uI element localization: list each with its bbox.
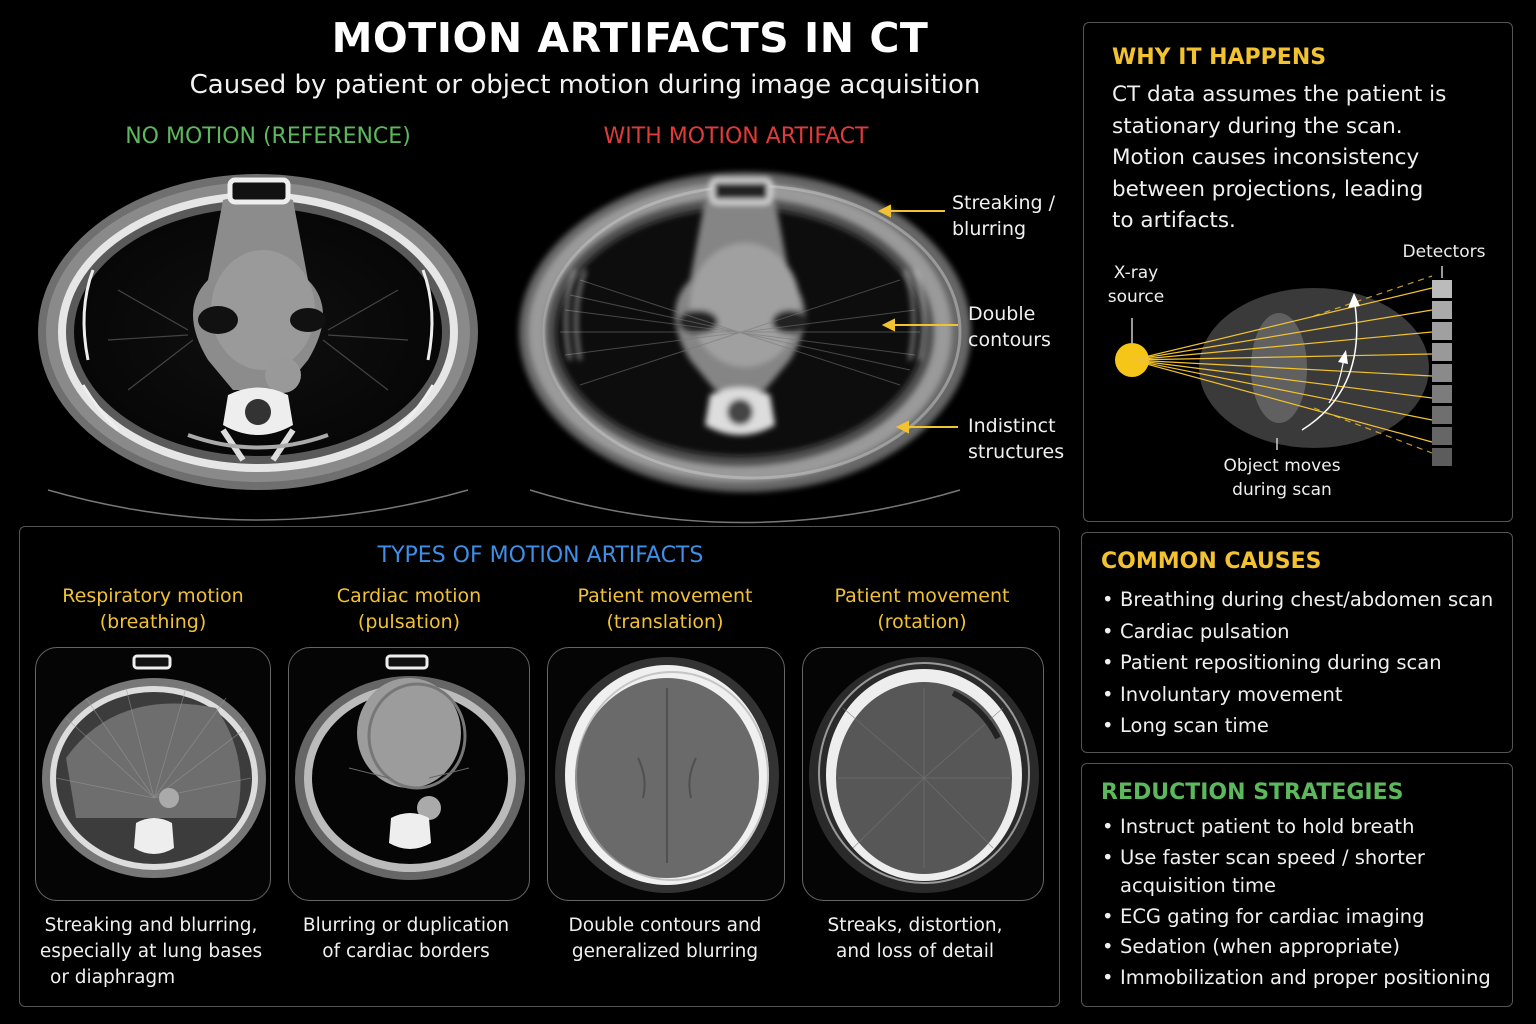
type-caption-cardiac: Blurring or duplication of cardiac borde… [281, 913, 531, 965]
strategies-panel: REDUCTION STRATEGIES Instruct patient to… [1081, 763, 1513, 1007]
causes-list: Breathing during chest/abdomen scan Card… [1102, 584, 1493, 742]
types-panel: TYPES OF MOTION ARTIFACTS Respiratory mo… [19, 526, 1060, 1007]
annotation-streaking-line2: blurring [952, 218, 1027, 240]
reference-label: NO MOTION (REFERENCE) [125, 124, 411, 149]
strategy-item-continued: acquisition time [1120, 874, 1277, 897]
types-title: TYPES OF MOTION ARTIFACTS [377, 543, 704, 568]
xray-source-label: X-ray source [1106, 261, 1166, 309]
strategy-item: ECG gating for cardiac imaging [1102, 903, 1491, 932]
why-line: Motion causes inconsistency [1112, 145, 1420, 170]
type-heading-line1: Patient movement [834, 585, 1010, 607]
annotation-streaking-line1: Streaking / [952, 192, 1056, 214]
detectors-label: Detectors [1402, 242, 1486, 262]
strategy-item: Instruct patient to hold breath [1102, 813, 1491, 842]
type-heading-rotation: Patient movement (rotation) [802, 583, 1042, 635]
type-heading-line1: Cardiac motion [336, 585, 482, 607]
type-heading-line2: (pulsation) [357, 611, 461, 633]
annotation-double: Double contours [968, 301, 1051, 353]
object-moves-line2: during scan [1232, 480, 1332, 500]
xray-source-line2: source [1107, 287, 1165, 307]
object-moves-line1: Object moves [1223, 456, 1341, 476]
type-heading-line1: Patient movement [577, 585, 753, 607]
why-line: stationary during the scan. [1112, 113, 1403, 139]
why-line: CT data assumes the patient is [1112, 82, 1447, 107]
type-heading-respiratory: Respiratory motion (breathing) [33, 583, 273, 635]
annotation-double-line1: Double [968, 303, 1036, 325]
artifact-label: WITH MOTION ARTIFACT [603, 124, 869, 149]
type-caption-line: Blurring or duplication [302, 915, 510, 936]
why-text: CT data assumes the patient is stationar… [1112, 79, 1446, 237]
strategy-item: Immobilization and proper positioning [1102, 964, 1491, 993]
causes-panel: COMMON CAUSES Breathing during chest/abd… [1081, 532, 1513, 753]
cause-item: Breathing during chest/abdomen scan [1102, 584, 1493, 616]
type-caption-line: and loss of detail [835, 941, 994, 962]
rotation-ct-image [802, 647, 1044, 901]
type-caption-translation: Double contours and generalized blurring [540, 913, 790, 965]
type-caption-line: or diaphragm [50, 967, 176, 988]
scan-geometry-diagram [1115, 266, 1452, 466]
type-heading-line2: (translation) [606, 611, 724, 633]
cause-item: Patient repositioning during scan [1102, 647, 1493, 679]
type-heading-line1: Respiratory motion [62, 585, 244, 607]
cause-item: Cardiac pulsation [1102, 616, 1493, 648]
why-title: WHY IT HAPPENS [1112, 45, 1327, 70]
annotation-arrows [877, 204, 958, 434]
cause-item: Long scan time [1102, 710, 1493, 742]
type-caption-line: of cardiac borders [322, 941, 490, 962]
type-heading-cardiac: Cardiac motion (pulsation) [289, 583, 529, 635]
page-subtitle: Caused by patient or object motion durin… [189, 70, 981, 100]
ct-chest-artifact-image [519, 172, 971, 524]
why-line: between projections, leading [1112, 176, 1424, 202]
object-moves-label: Object moves during scan [1212, 454, 1352, 502]
type-heading-line2: (breathing) [99, 611, 207, 633]
type-caption-line: generalized blurring [571, 941, 759, 962]
xray-source-line1: X-ray [1113, 263, 1159, 283]
translation-ct-image [547, 647, 785, 901]
type-caption-line: Streaks, distortion, [827, 915, 1003, 936]
type-caption-rotation: Streaks, distortion, and loss of detail [790, 913, 1040, 965]
annotation-double-line2: contours [968, 329, 1051, 351]
cause-item: Involuntary movement [1102, 679, 1493, 711]
cardiac-ct-image [288, 647, 530, 901]
why-line: to artifacts. [1112, 208, 1236, 233]
page-title: MOTION ARTIFACTS IN CT [331, 14, 929, 62]
detector-array [1432, 280, 1452, 466]
annotation-indistinct-line2: structures [968, 441, 1065, 463]
causes-title: COMMON CAUSES [1101, 549, 1322, 574]
ct-chest-reference-image [38, 174, 478, 521]
strategies-list: Instruct patient to hold breath Use fast… [1102, 813, 1491, 992]
strategy-item: Use faster scan speed / shorter [1102, 844, 1491, 873]
strategies-title: REDUCTION STRATEGIES [1101, 780, 1404, 805]
annotation-indistinct-line1: Indistinct [968, 415, 1056, 437]
type-caption-line: Streaking and blurring, [44, 915, 258, 936]
strategy-item: Sedation (when appropriate) [1102, 933, 1491, 962]
type-caption-line: especially at lung bases [39, 941, 263, 962]
type-caption-line: Double contours and [568, 915, 762, 936]
type-heading-translation: Patient movement (translation) [545, 583, 785, 635]
type-heading-line2: (rotation) [877, 611, 967, 633]
type-caption-respiratory: Streaking and blurring, especially at lu… [26, 913, 276, 991]
annotation-indistinct: Indistinct structures [968, 413, 1064, 465]
respiratory-ct-image [35, 647, 271, 901]
annotation-streaking: Streaking / blurring [952, 190, 1055, 242]
why-panel: WHY IT HAPPENS CT data assumes the patie… [1083, 22, 1513, 522]
